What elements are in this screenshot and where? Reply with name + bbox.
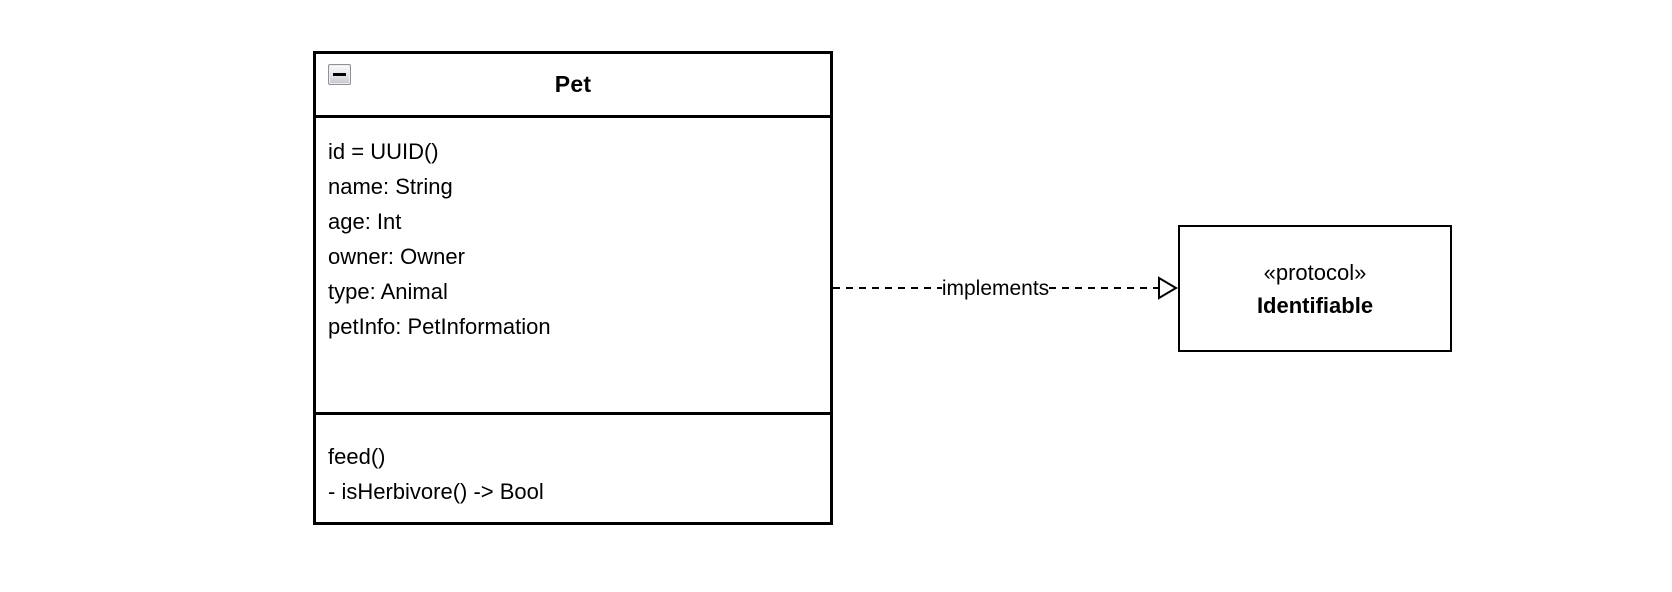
protocol-box[interactable]: «protocol» Identifiable xyxy=(1178,225,1452,352)
realization-arrowhead-icon xyxy=(1158,276,1178,300)
attribute-item: age: Int xyxy=(328,209,402,234)
pet-class-header: Pet xyxy=(316,54,830,118)
connector-dashed-line-left xyxy=(833,287,942,289)
methods-section: feed() - isHerbivore() -> Bool xyxy=(316,415,830,522)
minus-icon xyxy=(333,73,346,76)
attribute-item: owner: Owner xyxy=(328,244,465,269)
connector-dashed-line-right xyxy=(1049,287,1158,289)
protocol-stereotype: «protocol» xyxy=(1263,259,1367,285)
attribute-item: petInfo: PetInformation xyxy=(328,314,551,339)
collapse-button[interactable] xyxy=(328,64,351,85)
attribute-item: name: String xyxy=(328,174,453,199)
pet-class-box[interactable]: Pet id = UUID() name: String age: Int ow… xyxy=(313,51,833,525)
connector-label: implements xyxy=(941,276,1050,300)
class-title: Pet xyxy=(554,71,592,97)
method-item: feed() xyxy=(328,444,386,469)
method-item: - isHerbivore() -> Bool xyxy=(328,479,544,504)
implements-connector[interactable]: implements xyxy=(833,268,1178,308)
attribute-item: id = UUID() xyxy=(328,139,439,164)
protocol-name: Identifiable xyxy=(1256,292,1374,318)
attributes-section: id = UUID() name: String age: Int owner:… xyxy=(316,118,830,415)
attribute-item: type: Animal xyxy=(328,279,448,304)
